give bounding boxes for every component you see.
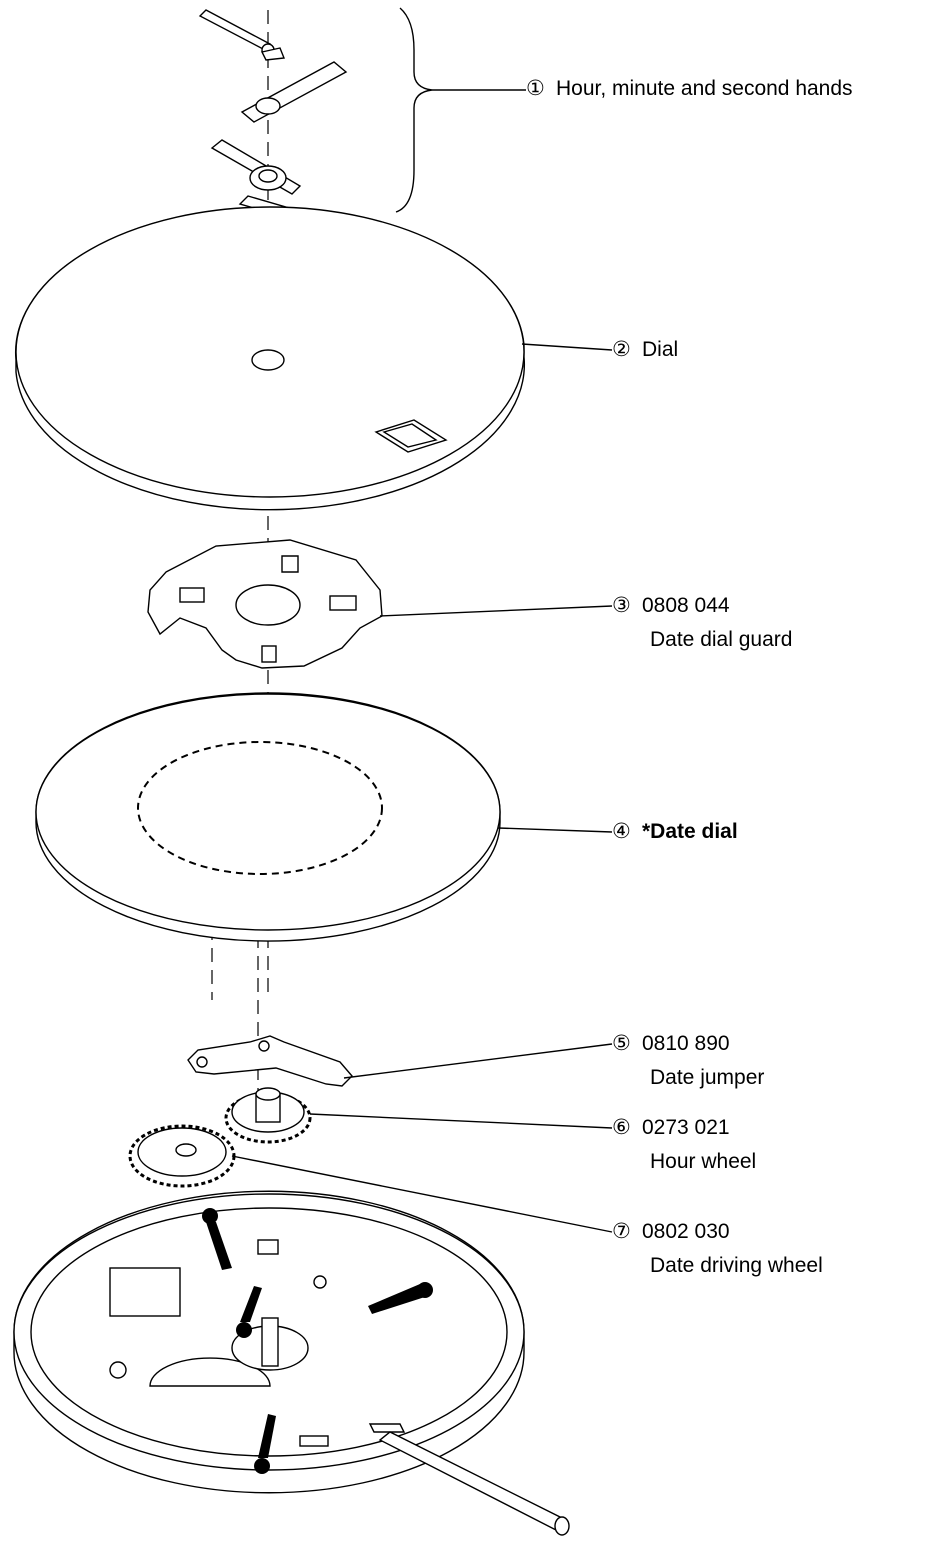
callout-guard-code: 0808 044: [642, 594, 730, 617]
callout-drive-name: Date driving wheel: [650, 1254, 823, 1277]
dial-illustration: [14, 206, 526, 511]
hands-bracket: [395, 7, 433, 213]
callout-date-dial-text: *Date dial: [642, 820, 738, 843]
date-jumper-illustration: [187, 1035, 353, 1087]
hands-illustration: [198, 9, 348, 219]
callout-drive-code: 0802 030: [642, 1220, 730, 1243]
leader-3: [379, 605, 613, 617]
leader-7: [231, 1155, 613, 1233]
callout-hands-text: Hour, minute and second hands: [556, 77, 853, 100]
leader-5: [343, 1043, 613, 1079]
hour-wheel-illustration: [224, 1087, 312, 1144]
date-dial-illustration: [35, 692, 501, 942]
callout-jumper-name: Date jumper: [650, 1066, 765, 1089]
callout-jumper-code: 0810 890: [642, 1032, 730, 1055]
leader-6: [309, 1113, 613, 1129]
callout-date-dial: ④*Date dial: [612, 820, 738, 843]
callout-hour-code: 0273 021: [642, 1116, 730, 1139]
callout-dial-text: Dial: [642, 338, 679, 361]
date-driving-wheel-illustration: [128, 1124, 236, 1188]
date-dial-guard-illustration: [147, 539, 383, 669]
leader-4: [497, 827, 613, 833]
movement-illustration: [13, 1190, 570, 1536]
callout-hour-name: Hour wheel: [650, 1150, 757, 1173]
lubrication-markers: [202, 1208, 433, 1474]
callout-guard-name: Date dial guard: [650, 628, 793, 651]
leader-2: [521, 343, 613, 351]
